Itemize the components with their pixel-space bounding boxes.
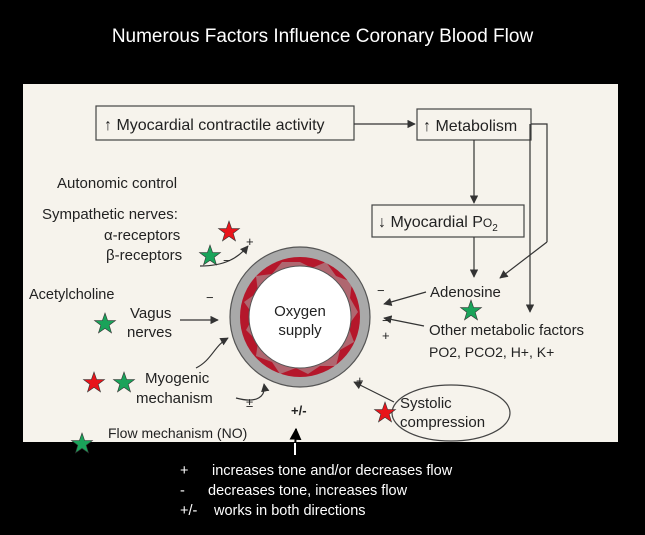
sign-alpha: + (246, 234, 254, 249)
sign-other-minus: − (382, 313, 390, 328)
myogenic-label-1: Myogenic (145, 370, 210, 387)
legend: + increases tone and/or decreases flow - d… (180, 461, 452, 521)
systolic-label-1: Systolic (400, 395, 452, 412)
star-red-myogenic (83, 371, 105, 393)
legend-symbol: + (180, 463, 189, 479)
sign-flow: +/- (291, 403, 307, 418)
oxygen-label-1: Oxygen (274, 303, 326, 320)
vagus-label-2: nerves (127, 324, 172, 341)
box-po2 (371, 204, 525, 238)
sign-other-plus: + (382, 328, 390, 343)
star-green-beta (199, 244, 221, 266)
arrow-beta-ring (199, 245, 249, 267)
systolic-ellipse (391, 384, 511, 442)
legend-row-both: +/- works in both directions (180, 501, 452, 521)
flow-mechanism-label: Flow mechanism (NO) (108, 425, 247, 441)
acetylcholine-label: Acetylcholine (29, 287, 114, 303)
box-metabolism-label: ↑ Metabolism (423, 118, 517, 135)
autonomic-label: Autonomic control (57, 175, 177, 192)
arrow-myogenic-ring-2 (235, 383, 270, 401)
legend-symbol: - (180, 483, 185, 499)
myogenic-label-2: mechanism (136, 390, 213, 407)
arrow-branch-adenosine (499, 241, 548, 279)
alpha-label: α-receptors (104, 227, 180, 244)
oxygen-label-2: supply (278, 322, 322, 339)
adenosine-label: Adenosine (430, 284, 501, 301)
box-contractile (95, 105, 355, 141)
star-green-vagus (94, 312, 116, 334)
arrow-factors-ring (383, 315, 425, 327)
box-po2-label: ↓ Myocardial PO2 (378, 214, 498, 234)
other-factors-label: Other metabolic factors (429, 322, 584, 339)
sign-adenosine: − (377, 283, 385, 298)
sign-myogenic: ± (246, 395, 253, 410)
legend-row-minus: - decreases tone, increases flow (180, 481, 452, 501)
legend-text: decreases tone, increases flow (208, 483, 408, 499)
legend-row-plus: + increases tone and/or decreases flow (180, 461, 452, 481)
beta-label: β-receptors (106, 247, 182, 264)
arrow-myogenic-ring (195, 337, 229, 369)
legend-text: increases tone and/or decreases flow (212, 463, 453, 479)
factors-list-label: PO2, PCO2, H+, K+ (429, 344, 554, 360)
sympathetic-label: Sympathetic nerves: (42, 206, 178, 223)
systolic-label-2: compression (400, 414, 485, 431)
star-green-myogenic (113, 371, 135, 393)
star-green-adenosine (460, 299, 482, 321)
legend-symbol: +/- (180, 503, 198, 519)
sign-vagus: − (206, 290, 214, 305)
vagus-label-1: Vagus (130, 305, 171, 322)
arrow-metabolism-branch (531, 123, 548, 242)
slide-title: Numerous Factors Influence Coronary Bloo… (111, 26, 534, 47)
star-red-systolic (374, 401, 396, 423)
vessel-lumen (248, 265, 352, 369)
legend-text: works in both directions (214, 503, 366, 519)
box-contractile-label: ↑ Myocardial contractile activity (104, 117, 325, 134)
star-green-flow (71, 432, 93, 454)
star-red-alpha (218, 220, 240, 242)
arrow-adenosine-ring (383, 291, 427, 306)
sign-systolic: + (356, 373, 364, 388)
arrow-systolic-ring (353, 381, 395, 403)
sign-beta: − (223, 253, 231, 268)
